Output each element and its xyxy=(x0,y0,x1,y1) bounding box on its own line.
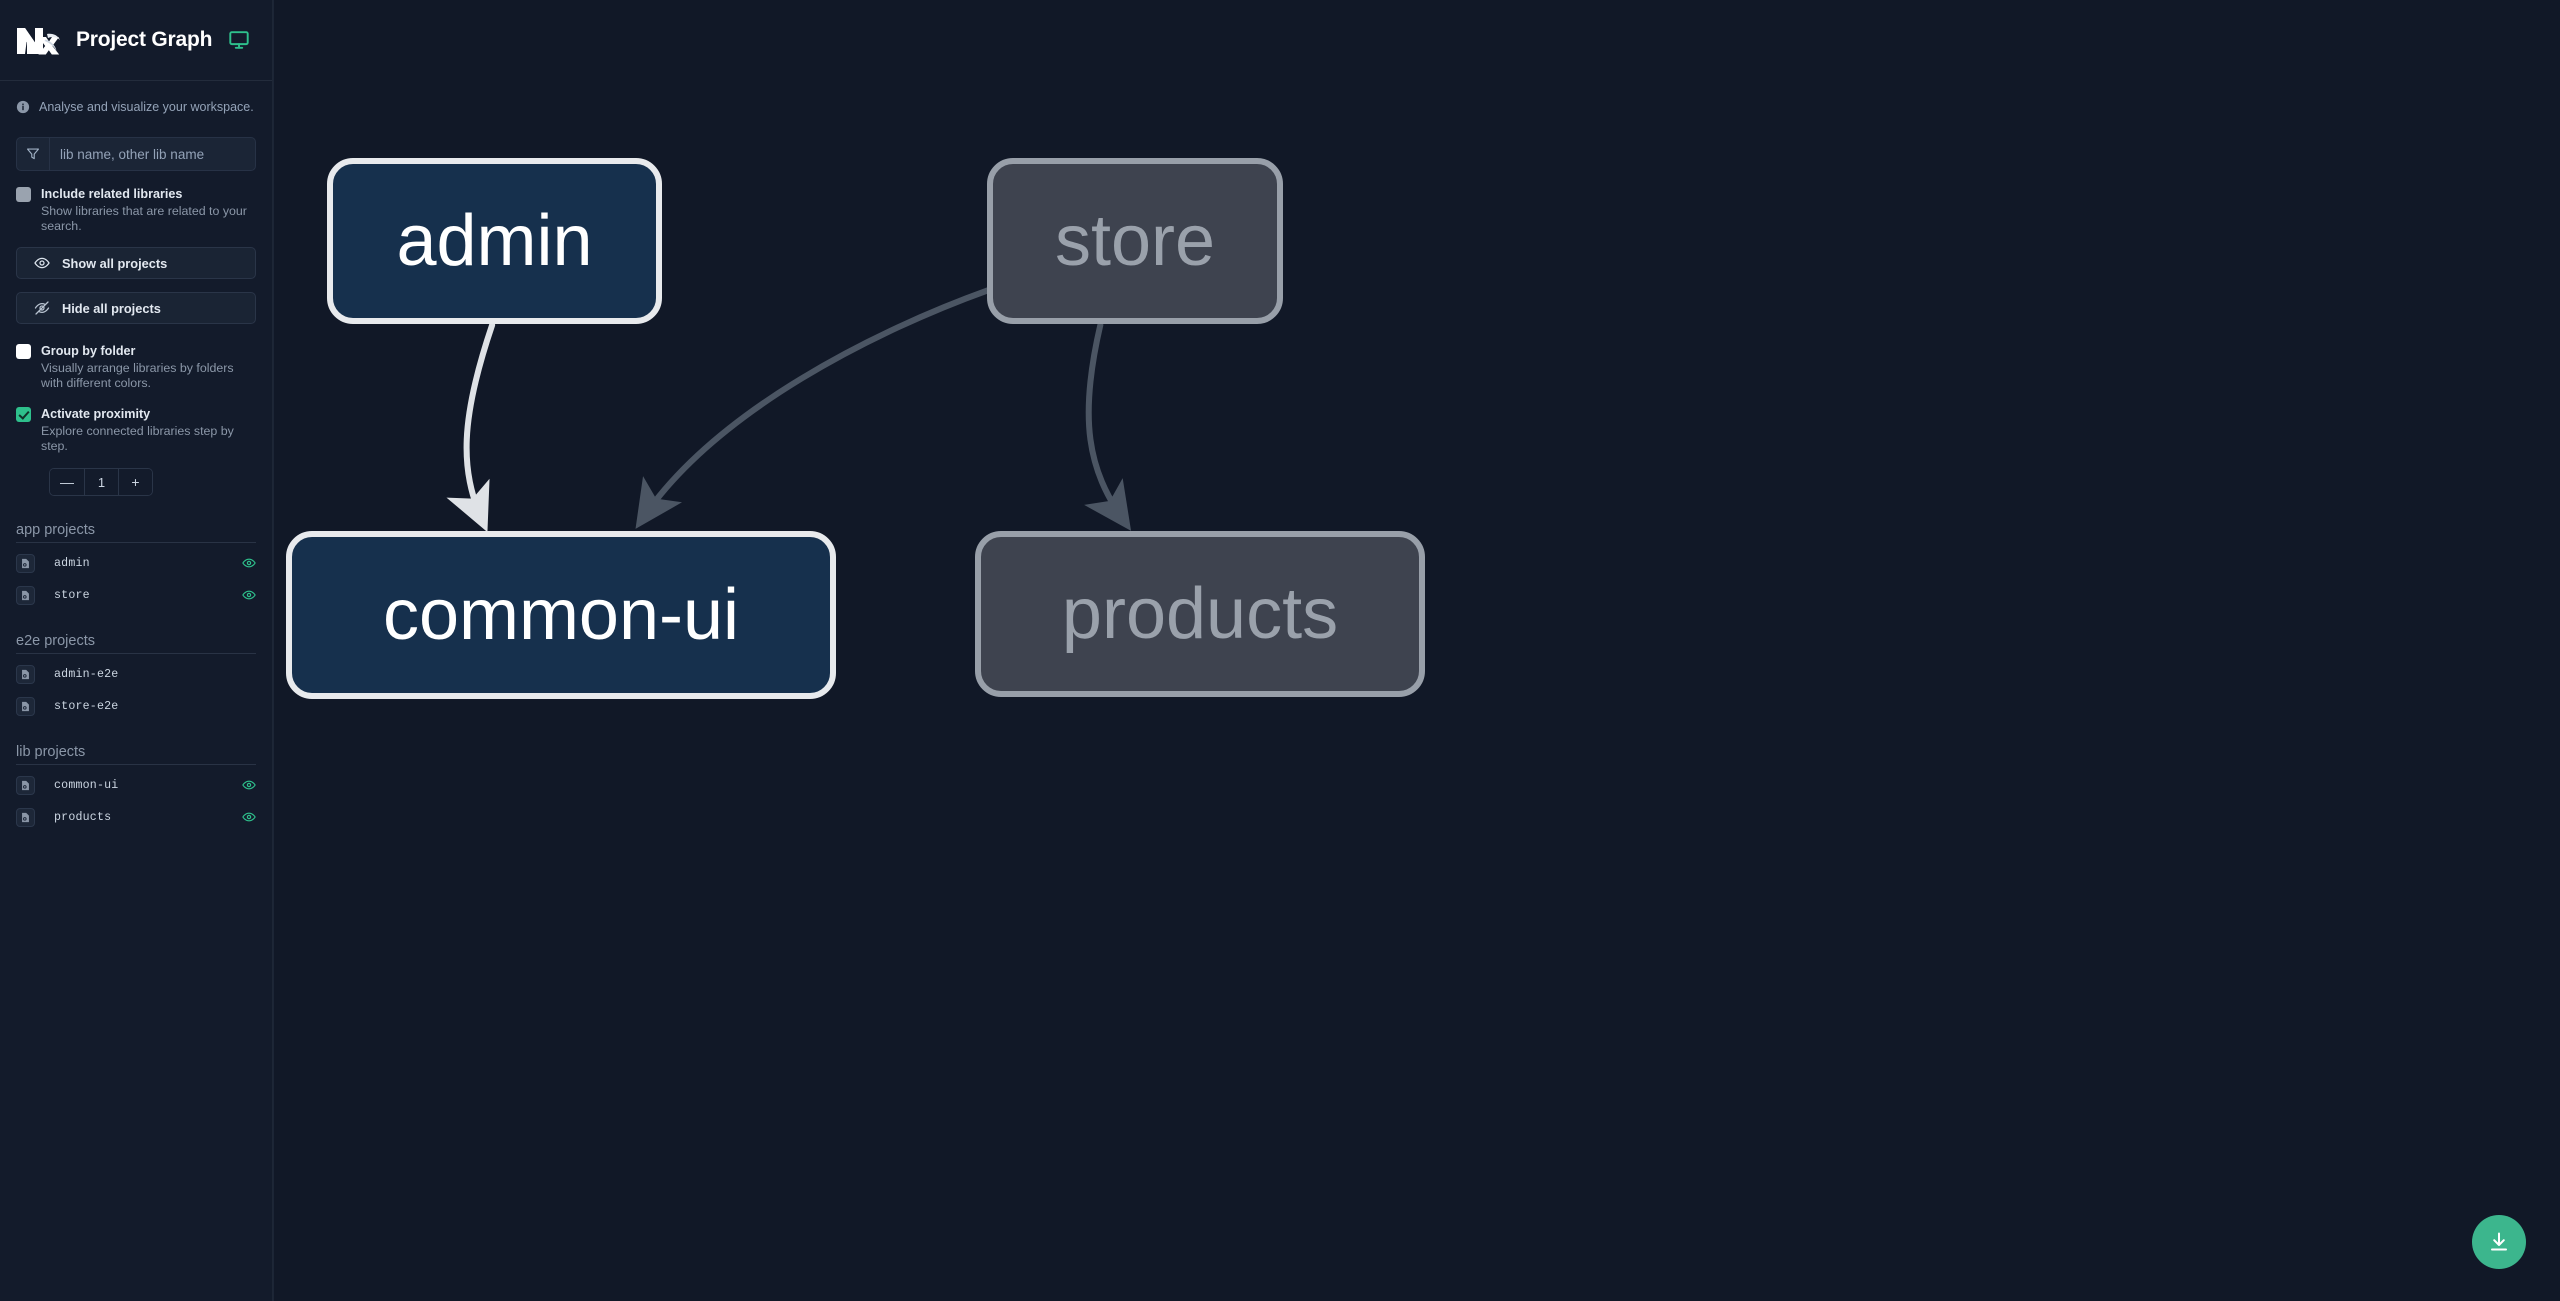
project-name: store xyxy=(54,588,90,602)
divider xyxy=(16,653,256,654)
eye-icon xyxy=(34,257,50,269)
checkbox-group-by-folder[interactable] xyxy=(16,344,31,359)
graph-node-store[interactable]: store xyxy=(987,158,1283,324)
hide-all-projects-label: Hide all projects xyxy=(62,300,161,316)
project-file-icon xyxy=(16,553,35,573)
graph-node-admin[interactable]: admin xyxy=(327,158,662,324)
search-field[interactable] xyxy=(16,137,256,171)
option-title: Activate proximity xyxy=(41,407,151,421)
group-title: e2e projects xyxy=(16,633,95,649)
project-row-admin[interactable]: admin xyxy=(16,551,256,575)
proximity-stepper[interactable]: — 1 + xyxy=(49,468,153,496)
project-file-icon xyxy=(16,775,35,795)
edge-admin-to-common-ui xyxy=(446,322,496,533)
group-title: app projects xyxy=(16,522,95,538)
page-title: Project Graph xyxy=(76,28,213,51)
proximity-decrement-button[interactable]: — xyxy=(50,469,84,495)
sidebar-body: Include related libraries Show libraries… xyxy=(0,137,272,829)
filter-funnel-icon xyxy=(17,138,50,170)
eye-off-icon xyxy=(34,301,50,315)
project-row-store[interactable]: store xyxy=(16,583,256,607)
option-description: Explore connected libraries step by step… xyxy=(41,424,234,453)
project-visibility-eye-icon[interactable] xyxy=(242,556,256,570)
nx-logo-icon xyxy=(14,20,60,60)
project-visibility-eye-icon[interactable] xyxy=(242,588,256,602)
proximity-increment-button[interactable]: + xyxy=(118,469,152,495)
graph-node-label: admin xyxy=(396,201,593,281)
project-name: common-ui xyxy=(54,778,119,792)
graph-node-label: common-ui xyxy=(382,575,740,655)
sidebar: Project Graph Analyse and visualize your… xyxy=(0,0,273,1301)
project-file-icon xyxy=(16,807,35,827)
project-visibility-eye-icon[interactable] xyxy=(242,810,256,824)
graph-node-label: products xyxy=(1061,574,1339,654)
checkbox-include-related-libraries[interactable] xyxy=(16,187,31,202)
project-group-lib-projects: lib projects common-ui xyxy=(16,744,256,829)
tagline: Analyse and visualize your workspace. xyxy=(0,81,272,114)
graph-canvas[interactable]: admin store common-ui products xyxy=(273,0,2560,1301)
proximity-value: 1 xyxy=(84,469,118,495)
project-row-admin-e2e[interactable]: admin-e2e xyxy=(16,662,256,686)
option-title: Group by folder xyxy=(41,344,136,358)
show-all-projects-label: Show all projects xyxy=(62,255,168,271)
hide-all-projects-button[interactable]: Hide all projects xyxy=(16,292,256,324)
project-name: store-e2e xyxy=(54,699,119,713)
divider xyxy=(16,542,256,543)
info-icon xyxy=(16,100,30,114)
tagline-text: Analyse and visualize your workspace. xyxy=(39,100,254,114)
project-group-e2e-projects: e2e projects admin-e2e store-e2e xyxy=(16,633,256,718)
show-all-projects-button[interactable]: Show all projects xyxy=(16,247,256,279)
sidebar-header: Project Graph xyxy=(0,0,272,81)
graph-node-common-ui[interactable]: common-ui xyxy=(286,531,836,699)
option-description: Visually arrange libraries by folders wi… xyxy=(41,361,234,390)
monitor-icon[interactable] xyxy=(228,29,250,51)
project-file-icon xyxy=(16,664,35,684)
edge-store-to-common-ui xyxy=(635,287,992,529)
checkbox-activate-proximity[interactable] xyxy=(16,407,31,422)
project-file-icon xyxy=(16,696,35,716)
graph-edges xyxy=(446,287,1132,533)
project-row-products[interactable]: products xyxy=(16,805,256,829)
option-activate-proximity[interactable]: Activate proximity Explore connected lib… xyxy=(16,405,256,454)
download-icon xyxy=(2491,1232,2507,1251)
project-name: admin-e2e xyxy=(54,667,119,681)
option-description: Show libraries that are related to your … xyxy=(41,204,247,233)
option-group-by-folder[interactable]: Group by folder Visually arrange librari… xyxy=(16,342,256,391)
option-include-related-libraries[interactable]: Include related libraries Show libraries… xyxy=(16,185,256,234)
edge-store-to-products xyxy=(1084,322,1132,531)
project-file-icon xyxy=(16,585,35,605)
group-title: lib projects xyxy=(16,744,86,760)
download-graph-button[interactable] xyxy=(2472,1215,2526,1269)
project-group-app-projects: app projects admin xyxy=(16,522,256,607)
graph-node-products[interactable]: products xyxy=(975,531,1425,697)
project-row-common-ui[interactable]: common-ui xyxy=(16,773,256,797)
divider xyxy=(16,764,256,765)
project-visibility-eye-icon[interactable] xyxy=(242,778,256,792)
project-name: products xyxy=(54,810,112,824)
project-name: admin xyxy=(54,556,90,570)
graph-node-label: store xyxy=(1054,201,1216,281)
search-input[interactable] xyxy=(50,138,255,170)
project-row-store-e2e[interactable]: store-e2e xyxy=(16,694,256,718)
option-title: Include related libraries xyxy=(41,187,183,201)
